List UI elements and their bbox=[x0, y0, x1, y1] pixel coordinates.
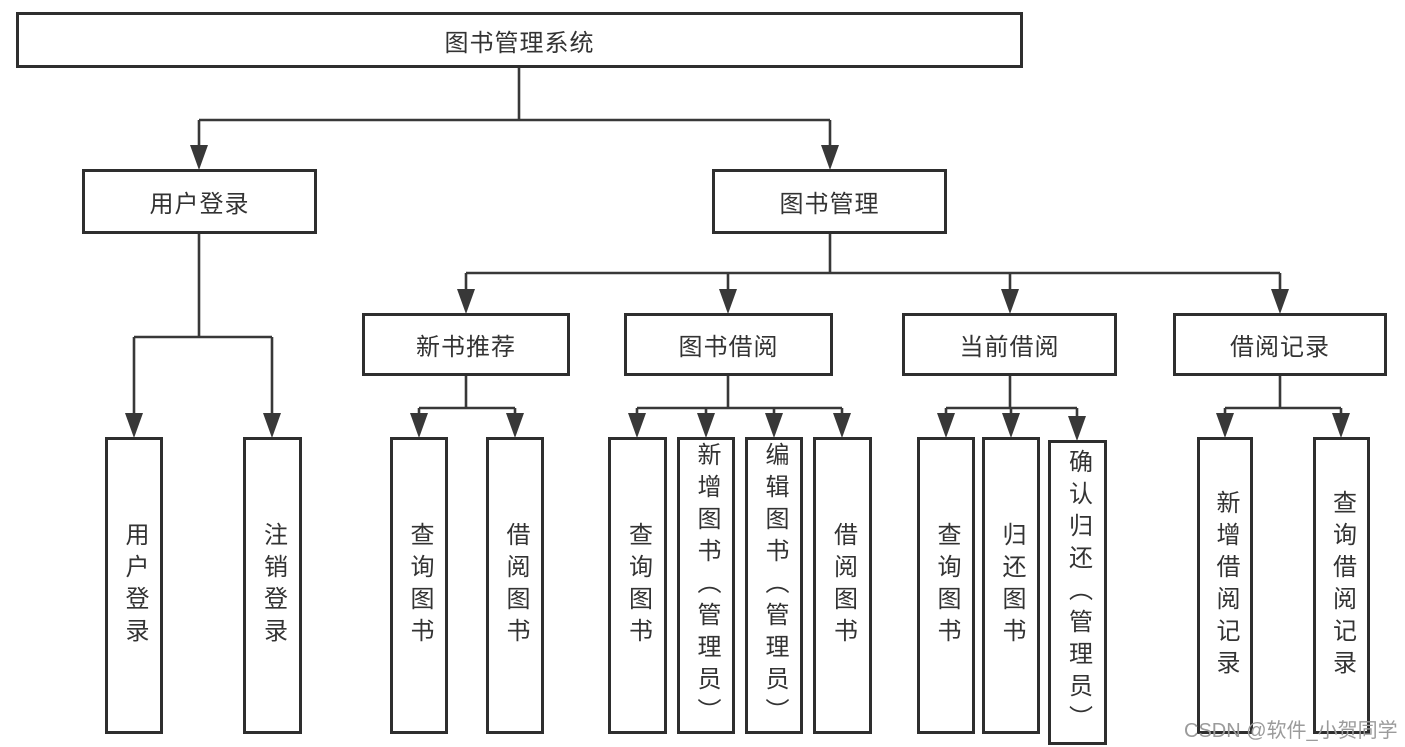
leaf-borrow-add-book-admin: 新增图书（管理员） bbox=[677, 437, 735, 734]
connector-arrowheads bbox=[125, 145, 1350, 441]
leaf-label: 确认归还（管理员） bbox=[1064, 448, 1092, 737]
leaf-borrow-query-book: 查询图书 bbox=[608, 437, 667, 734]
leaf-label: 用户登录 bbox=[121, 521, 148, 650]
node-user-login: 用户登录 bbox=[82, 169, 317, 234]
leaf-borrow-edit-book-admin: 编辑图书（管理员） bbox=[745, 437, 803, 734]
leaf-label: 借阅图书 bbox=[829, 521, 857, 650]
node-root: 图书管理系统 bbox=[16, 12, 1023, 68]
watermark: CSDN @软件_小贺同学 bbox=[1184, 720, 1398, 742]
node-book-management: 图书管理 bbox=[712, 169, 947, 234]
leaf-label: 查询图书 bbox=[624, 521, 652, 650]
leaf-current-confirm-return-admin: 确认归还（管理员） bbox=[1048, 440, 1107, 745]
leaf-newbook-query-book: 查询图书 bbox=[390, 437, 448, 734]
leaf-newbook-borrow-book: 借阅图书 bbox=[486, 437, 544, 734]
leaf-label: 查询借阅记录 bbox=[1328, 489, 1356, 682]
node-current-borrow: 当前借阅 bbox=[902, 313, 1117, 376]
leaf-label: 查询图书 bbox=[933, 521, 960, 650]
leaf-label: 注销登录 bbox=[259, 521, 287, 650]
node-new-book-recommend: 新书推荐 bbox=[362, 313, 570, 376]
leaf-label: 查询图书 bbox=[406, 521, 433, 650]
leaf-record-add: 新增借阅记录 bbox=[1197, 437, 1253, 734]
leaf-label: 归还图书 bbox=[998, 521, 1025, 650]
leaf-current-query-book: 查询图书 bbox=[917, 437, 975, 734]
leaf-logout-login: 注销登录 bbox=[243, 437, 302, 734]
leaf-borrow-borrow-book: 借阅图书 bbox=[813, 437, 872, 734]
leaf-label: 编辑图书（管理员） bbox=[761, 441, 788, 730]
leaf-current-return-book: 归还图书 bbox=[982, 437, 1040, 734]
leaf-label: 借阅图书 bbox=[502, 521, 529, 650]
leaf-user-login: 用户登录 bbox=[105, 437, 163, 734]
node-book-borrow: 图书借阅 bbox=[624, 313, 833, 376]
leaf-record-query: 查询借阅记录 bbox=[1313, 437, 1370, 734]
node-borrow-record: 借阅记录 bbox=[1173, 313, 1387, 376]
leaf-label: 新增借阅记录 bbox=[1212, 489, 1239, 682]
leaf-label: 新增图书（管理员） bbox=[693, 441, 720, 730]
